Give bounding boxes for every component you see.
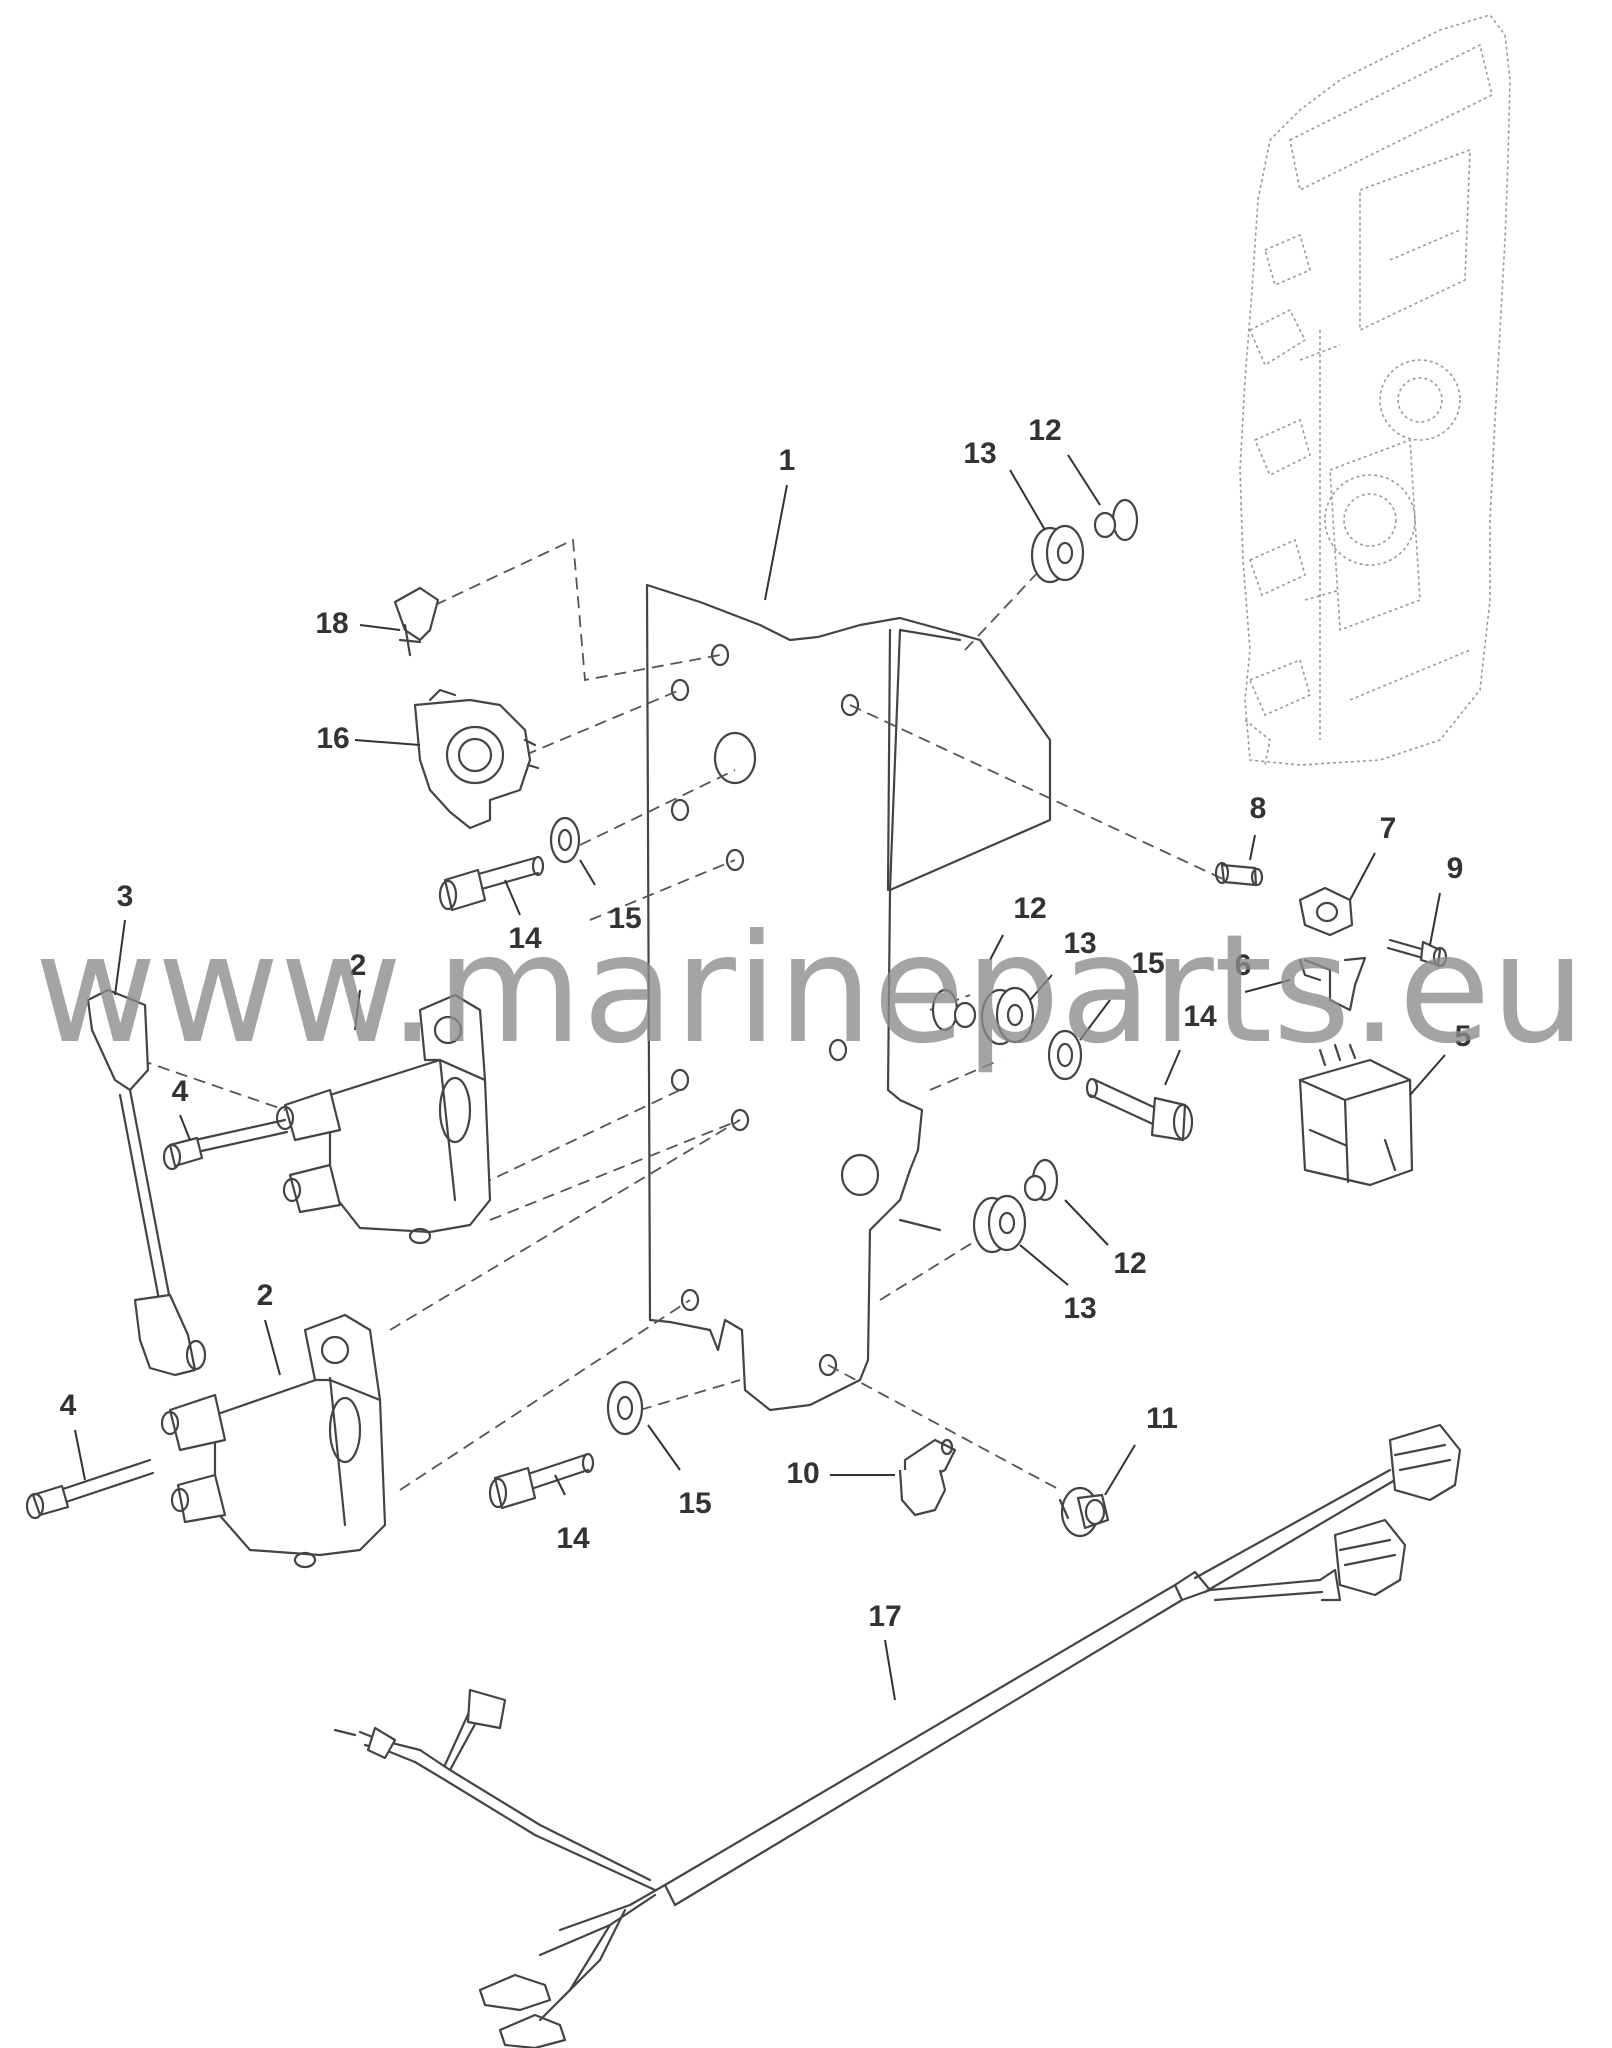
callout-13-lower: 13 <box>1063 1292 1096 1325</box>
part-9-screw <box>1386 938 1448 968</box>
callout-labels: 1 13 12 18 16 3 2 4 4 2 14 15 12 13 15 1… <box>60 414 1472 1633</box>
callout-15-upper: 15 <box>608 902 641 935</box>
callout-4-upper: 4 <box>172 1075 189 1108</box>
callout-7: 7 <box>1380 812 1397 845</box>
callout-13-top: 13 <box>963 437 996 470</box>
part-5-relay <box>1298 1043 1414 1187</box>
callout-12-mid: 12 <box>1013 892 1046 925</box>
callout-1: 1 <box>779 444 796 477</box>
part-14-bolt-b <box>1085 1077 1194 1142</box>
callout-11: 11 <box>1146 1402 1178 1435</box>
part-14-bolt-a <box>438 855 545 912</box>
callout-2-upper: 2 <box>350 949 367 982</box>
engine-block-ghost <box>1239 14 1511 766</box>
part-4-bolt-lower <box>25 1458 155 1520</box>
part-13-grommet-b <box>980 986 1035 1046</box>
callout-14-lower: 14 <box>556 1522 590 1555</box>
part-14-bolt-c <box>488 1452 595 1510</box>
part-2-coil-upper <box>275 993 492 1245</box>
part-15-washer-c <box>606 1380 644 1436</box>
callout-14-upper: 14 <box>508 922 542 955</box>
callout-16: 16 <box>316 722 349 755</box>
part-8-pin <box>1214 861 1264 887</box>
callout-6: 6 <box>1235 949 1252 982</box>
callout-15-lower: 15 <box>678 1487 711 1520</box>
part-12-bushing-b <box>931 988 977 1032</box>
callout-14-mid: 14 <box>1183 1000 1217 1033</box>
part-15-washer-b <box>1047 1029 1083 1081</box>
assembly-lines <box>139 538 1226 1491</box>
part-16-sensor <box>413 688 540 830</box>
mounting-plate <box>645 583 1052 1412</box>
part-2-coil-lower <box>160 1313 387 1569</box>
part-13-grommet-a <box>1030 524 1085 584</box>
part-18-clip <box>393 586 440 657</box>
part-11-flange-bolt <box>1058 1486 1110 1538</box>
part-10-clamp <box>898 1438 957 1517</box>
part-17-wiring-harness <box>333 1423 1462 2048</box>
callout-4-lower: 4 <box>60 1389 77 1422</box>
callout-3: 3 <box>117 880 134 913</box>
callout-9: 9 <box>1447 852 1464 885</box>
callout-12-top: 12 <box>1028 414 1061 447</box>
callout-leaders <box>74 454 1446 1701</box>
part-13-grommet-c <box>972 1194 1027 1254</box>
part-3-plug-lead <box>86 988 207 1377</box>
callout-12-lower: 12 <box>1113 1247 1146 1280</box>
part-12-bushing-c <box>1023 1158 1059 1202</box>
callout-17: 17 <box>868 1600 901 1633</box>
callout-5: 5 <box>1455 1020 1472 1053</box>
part-7-nut <box>1298 886 1354 937</box>
callout-18: 18 <box>315 607 348 640</box>
callout-8: 8 <box>1250 792 1267 825</box>
callout-2-lower: 2 <box>257 1279 274 1312</box>
part-6-bracket <box>1298 956 1367 1012</box>
watermark-text: www.marineparts.eu <box>34 903 1586 1077</box>
callout-13-mid: 13 <box>1063 927 1096 960</box>
part-12-bushing-a <box>1093 498 1139 542</box>
callout-15-mid: 15 <box>1131 947 1164 980</box>
part-4-bolt-upper <box>162 1118 289 1171</box>
callout-10: 10 <box>786 1457 819 1490</box>
part-15-washer-a <box>549 816 581 864</box>
